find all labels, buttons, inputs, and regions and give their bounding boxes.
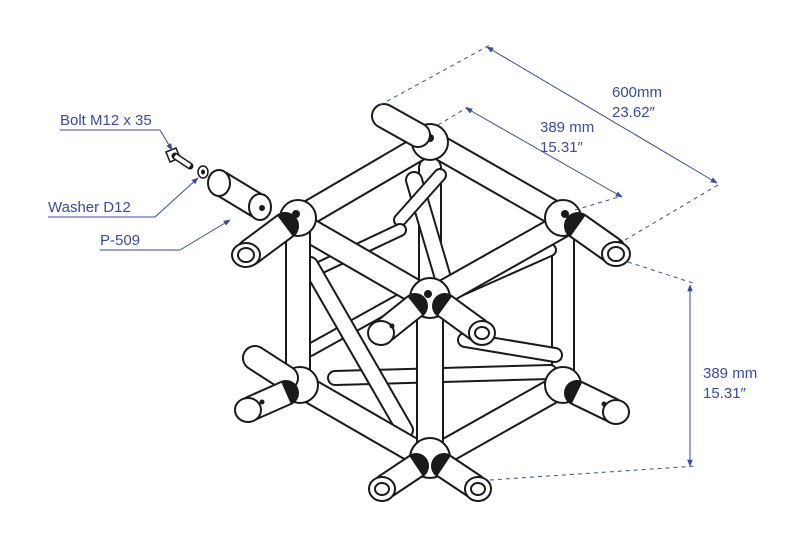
dimension-lines: 600mm 23.62″ 389 mm 15.31″ 389 mm 15.31″: [379, 44, 757, 481]
height-in: 15.31″: [703, 385, 747, 402]
bolt-label: Bolt M12 x 35: [60, 112, 152, 129]
height-mm: 389 mm: [703, 365, 757, 382]
part-labels: Bolt M12 x 35 Washer D12 P-509: [48, 112, 231, 251]
part-number-label: P-509: [100, 232, 140, 249]
front-diagonal-brace: [301, 256, 414, 439]
inner-length-in: 15.31″: [540, 139, 584, 156]
bottom-chords: [287, 372, 576, 473]
outer-length-mm: 600mm: [612, 84, 662, 101]
outer-length-in: 23.62″: [612, 104, 656, 121]
exploded-hardware: [165, 147, 272, 221]
spigot-part: [207, 169, 272, 221]
bolt-part: [165, 147, 194, 170]
truss-structure: [231, 103, 631, 502]
washer-part: [197, 165, 209, 179]
washer-label: Washer D12: [48, 199, 131, 216]
inner-length-mm: 389 mm: [540, 119, 594, 136]
spigot-stubs: [231, 103, 631, 502]
